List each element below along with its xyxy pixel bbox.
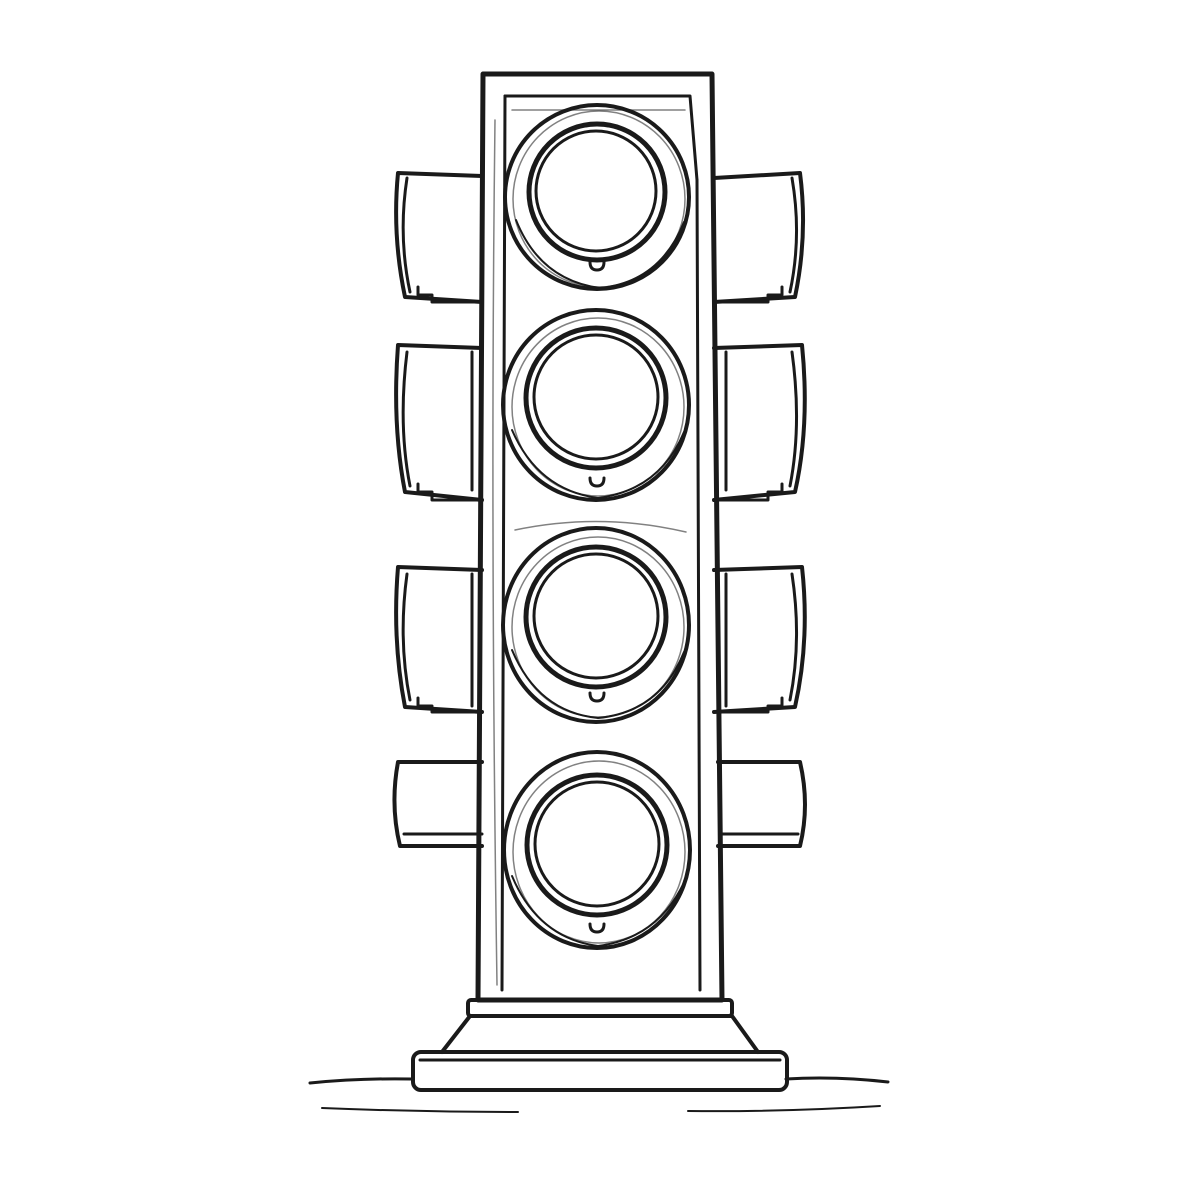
left-visor-1 (394, 171, 484, 304)
right-visor-1 (712, 171, 806, 304)
right-visor-3 (712, 565, 807, 714)
left-visors (392, 171, 484, 848)
right-visor-4 (716, 760, 807, 848)
lamp-1 (503, 103, 691, 291)
base (411, 998, 789, 1092)
right-visor-2 (712, 343, 807, 502)
left-visor-4 (392, 760, 484, 848)
ground-lines (308, 1076, 890, 1113)
lamp-4 (502, 750, 692, 950)
lamp-3 (501, 520, 691, 724)
lamp-2 (501, 308, 691, 502)
left-visor-2 (394, 343, 484, 502)
left-visor-3 (394, 565, 484, 714)
right-visors (712, 171, 807, 848)
